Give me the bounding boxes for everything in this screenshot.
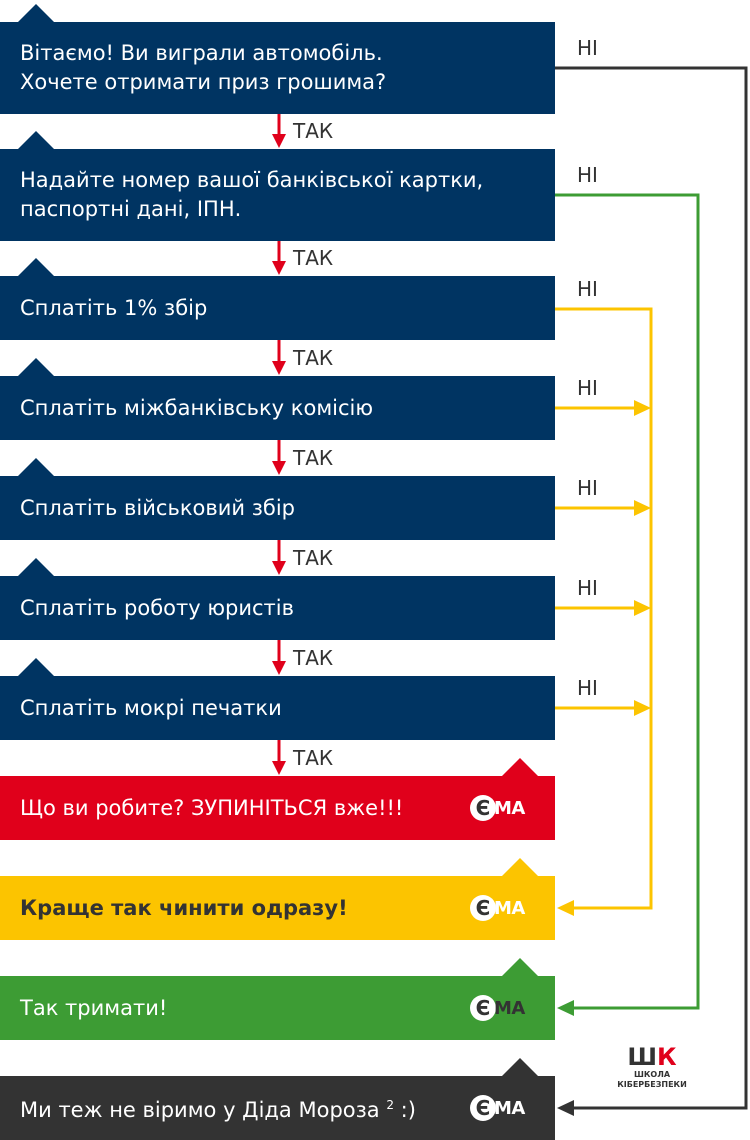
outcome-box-santa: Ми теж не віримо у Діда Мороза 2 :) bbox=[0, 1076, 555, 1140]
school-logo-line2: КІБЕРБЕЗПЕКИ bbox=[617, 1080, 687, 1089]
step-box-4: Сплатіть міжбанківську комісію bbox=[0, 376, 555, 440]
box-tab bbox=[18, 131, 54, 149]
arrow-head bbox=[557, 1100, 574, 1116]
no-label: НІ bbox=[577, 476, 598, 500]
outcome-box-keep: Так тримати! bbox=[0, 976, 555, 1040]
yes-label: ТАК bbox=[293, 346, 334, 370]
step-box-3: Сплатіть 1% збір bbox=[0, 276, 555, 340]
step-box-7: Сплатіть мокрі печатки bbox=[0, 676, 555, 740]
step-text: паспортні дані, ІПН. bbox=[20, 197, 242, 221]
no-label: НІ bbox=[577, 36, 598, 60]
no-label: НІ bbox=[577, 376, 598, 400]
step-text: Сплатіть мокрі печатки bbox=[20, 695, 282, 720]
yes-label: ТАК bbox=[293, 646, 334, 670]
yes-label: ТАК bbox=[293, 119, 334, 143]
outcome-text: Що ви робите? ЗУПИНІТЬСЯ вже!!! bbox=[20, 795, 404, 820]
box-tab bbox=[502, 858, 538, 876]
box-tab bbox=[18, 458, 54, 476]
box-tab bbox=[18, 258, 54, 276]
box-tab bbox=[18, 358, 54, 376]
box-tab bbox=[18, 658, 54, 676]
no-label: НІ bbox=[577, 676, 598, 700]
box-tab bbox=[502, 758, 538, 776]
school-logo: ШК ШКОЛА КІБЕРБЕЗПЕКИ bbox=[612, 1044, 692, 1090]
school-logo-line1: ШКОЛА bbox=[633, 1070, 671, 1079]
box-tab bbox=[18, 558, 54, 576]
outcome-text: Краще так чинити одразу! bbox=[20, 895, 348, 920]
step-box-2: Надайте номер вашої банківської картки, п… bbox=[0, 149, 555, 241]
yes-label: ТАК bbox=[293, 446, 334, 470]
box-tab bbox=[18, 4, 54, 22]
no-line-dark bbox=[555, 66, 748, 1110]
no-label: НІ bbox=[577, 277, 598, 301]
box-tab bbox=[502, 1058, 538, 1076]
outcome-text: Ми теж не віримо у Діда Мороза 2 :) bbox=[20, 1098, 416, 1122]
step-text: Хочете отримати приз грошима? bbox=[20, 70, 387, 94]
no-label: НІ bbox=[577, 576, 598, 600]
yes-label: ТАК bbox=[293, 546, 334, 570]
outcome-box-stop: Що ви робите? ЗУПИНІТЬСЯ вже!!! bbox=[0, 776, 555, 840]
step-box-1: Вітаємо! Ви виграли автомобіль. Хочете от… bbox=[0, 22, 555, 114]
box-tab bbox=[502, 958, 538, 976]
outcome-text: Так тримати! bbox=[20, 995, 168, 1020]
outcome-box-better: Краще так чинити одразу! bbox=[0, 876, 555, 940]
step-box-5: Сплатіть військовий збір bbox=[0, 476, 555, 540]
step-text: Сплатіть роботу юристів bbox=[20, 595, 294, 620]
no-label: НІ bbox=[577, 163, 598, 187]
step-text: Сплатіть військовий збір bbox=[20, 495, 295, 520]
step-text: Сплатіть міжбанківську комісію bbox=[20, 395, 374, 420]
step-box-6: Сплатіть роботу юристів bbox=[0, 576, 555, 640]
step-text: Сплатіть 1% збір bbox=[20, 295, 208, 320]
yes-label: ТАК bbox=[293, 746, 334, 770]
yes-label: ТАК bbox=[293, 246, 334, 270]
step-text: Вітаємо! Ви виграли автомобіль. bbox=[20, 41, 383, 65]
yes-arrows bbox=[272, 114, 286, 775]
school-logo-mark: ШК bbox=[627, 1043, 677, 1071]
step-text: Надайте номер вашої банківської картки, bbox=[20, 168, 484, 192]
